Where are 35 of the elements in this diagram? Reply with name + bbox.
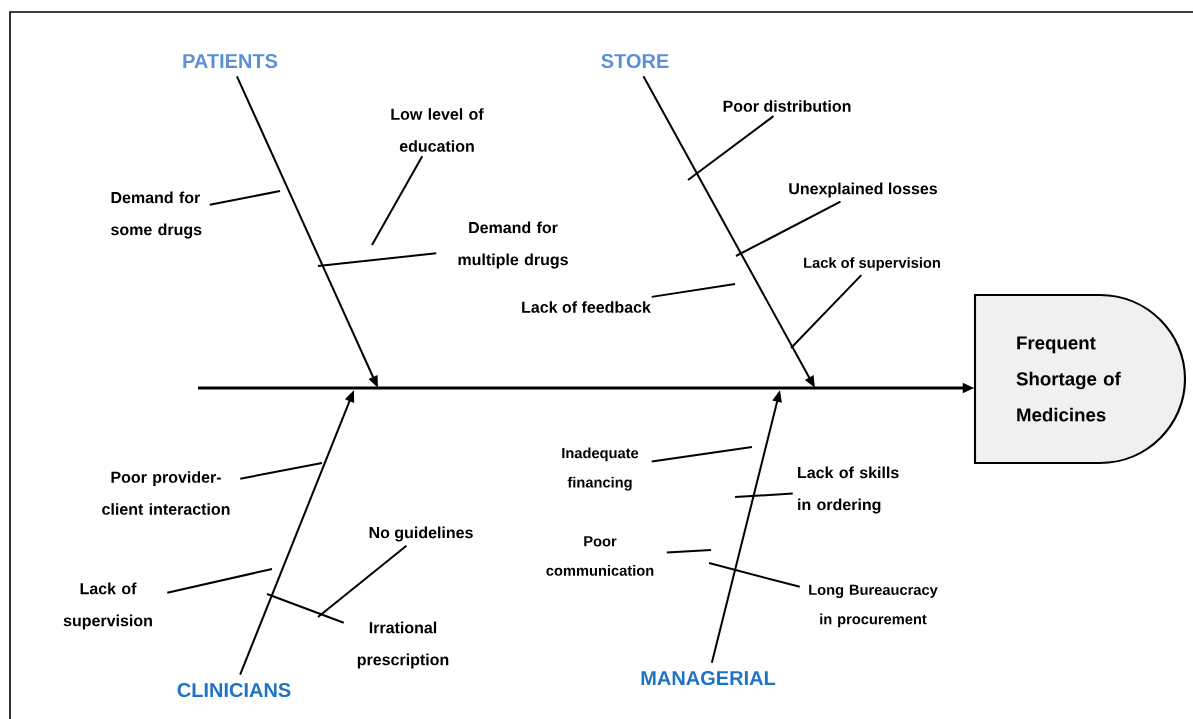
cause-line [687, 115, 775, 181]
cause-line [371, 155, 424, 246]
category-label: STORE [601, 53, 669, 69]
cause-label: Lack of feedback [522, 301, 651, 313]
cause-label: Demand for multiple drugs [458, 221, 568, 269]
cause-label: Lack of skills in ordering [798, 466, 899, 514]
effect-box: Frequent Shortage of Medicines [973, 293, 1187, 465]
cause-label: Long Bureaucracy in procurement [809, 584, 938, 628]
cause-line [734, 492, 794, 498]
cause-line [790, 274, 863, 349]
cause-label: Inadequate financing [562, 447, 639, 491]
cause-label: Demand for some drugs [111, 191, 202, 239]
cause-line [665, 549, 712, 554]
category-label: PATIENTS [183, 53, 278, 69]
cause-line [650, 446, 753, 463]
cause-label: Poor provider-client interaction [102, 471, 230, 515]
cause-label: Lack of supervision [63, 582, 152, 630]
cause-label: Poor distribution [723, 100, 851, 112]
cause-label: Lack of supervision [804, 257, 940, 271]
cause-label: Unexplained losses [789, 182, 938, 198]
cause-label: Poor communication [546, 536, 654, 576]
cause-label: No guidelines [369, 526, 473, 542]
cause-line [266, 593, 345, 624]
cause-line [317, 252, 438, 267]
category-label: MANAGERIAL [641, 670, 776, 686]
category-label: CLINICIANS [177, 682, 291, 698]
cause-label: Irrational prescription [357, 621, 449, 669]
cause-line [208, 190, 281, 206]
cause-line [650, 283, 736, 298]
cause-line [166, 568, 273, 594]
cause-line [708, 562, 801, 588]
cause-line [735, 200, 842, 257]
cause-line [317, 544, 408, 618]
cause-label: Low level of education [391, 108, 484, 152]
cause-line [239, 462, 323, 480]
